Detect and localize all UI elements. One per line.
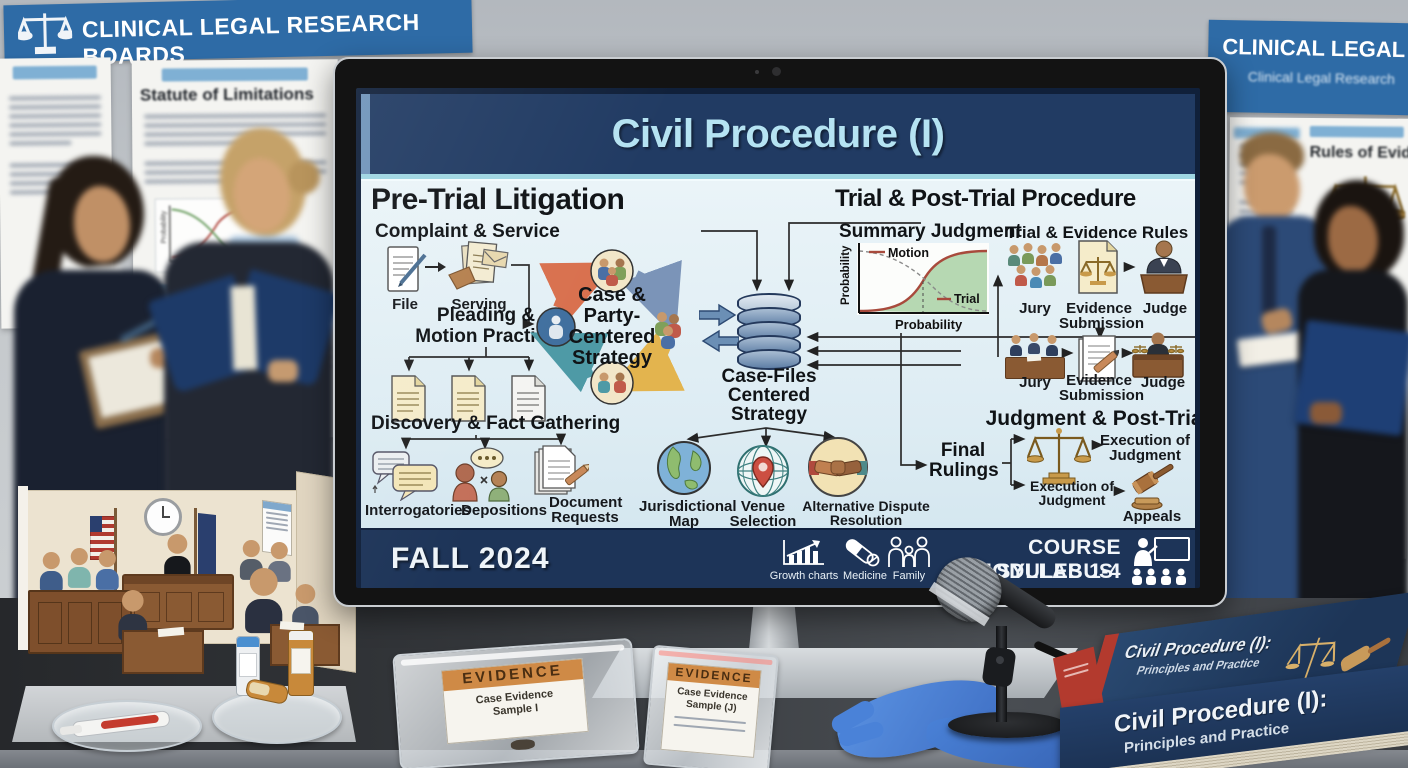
party-cycle-label: Case & Party- Centered Strategy [568,284,656,369]
venue-selection-icon [735,443,791,506]
trial-heading: Trial & Post-Trial Procedure [835,185,1136,212]
appeals-label: Appeals [1122,508,1182,525]
sj-title: Summary Judgment [839,221,1022,242]
file-icon [385,243,429,300]
execution-bottom-label: Execution of Judgment [1029,478,1114,508]
syllabus-line2: MODULES 1-4 [974,560,1121,583]
r2-evidence-label: Evidence Submission [1059,372,1145,404]
depositions-icon [451,447,517,508]
r1-jury-label: Jury [1019,300,1051,317]
classroom-icon [1129,536,1191,588]
pleading-doc-icon [449,373,491,430]
discovery-title: Discovery & Fact Gathering [371,413,621,434]
evidence-bag-1: EVIDENCE Case Evidence Sample I [392,637,640,768]
growth-charts-label: Growth charts [769,570,839,582]
r2-judge-label: Judge [1140,374,1186,391]
microphone [920,545,1100,756]
judge-icon [1139,239,1189,300]
r1-evidence-label: Evidence Submission [1059,300,1145,332]
left-banner: CLINICAL LEGAL RESEARCH BOARDS [3,0,473,70]
jurisdictional-map-label: Jurisdictional Map [639,498,737,528]
pt-title: Judgment & Post-Trial [985,407,1195,430]
interrogatories-label: Interrogatories [365,502,471,519]
execution-top-label: Execution of Judgment [1099,432,1190,464]
book: Civil Procedure (I): Principles and Prac… [1052,591,1408,768]
er-title: Trial & Evidence Rules [1005,223,1189,242]
party-cycle-icon [529,249,685,405]
sj-legend-trial: Trial [954,292,980,306]
diagram-connectors [400,222,1195,497]
evidence-doc-pencil-icon [1075,333,1120,390]
depositions-label: Depositions [461,502,547,519]
medicine-label: Medicine [842,570,888,582]
model-juror [94,550,121,590]
judge-bench-icon [1129,331,1187,388]
sj-legend-motion: Motion [888,246,929,260]
jury-table-icon [1005,335,1065,381]
exchange-arrows-icon [699,303,739,353]
medicine-icon [845,538,881,573]
r2-jury-label: Jury [1019,374,1051,391]
monitor: Civil Procedure (I) [333,57,1227,607]
document-requests-icon [531,443,592,502]
growth-charts-icon [781,538,827,573]
pretrial-heading: Pre-Trial Litigation [371,183,625,216]
model-clock [144,498,182,536]
pleading-doc-icon [389,373,431,430]
screen-title: Civil Procedure (I) [611,112,945,156]
jury-icon [1005,243,1065,295]
model-counsel-table [122,626,204,674]
svg-text:Probability: Probability [161,210,168,243]
jurisdictional-map-icon [655,439,713,502]
poster-statute-title: Statute of Limitations [139,84,314,105]
database-label: Case-Files Centered Strategy [721,366,817,425]
adr-handshake-icon [805,435,871,504]
sj-xlabel: Probability [895,317,963,332]
complaint-title: Complaint & Service [375,221,560,242]
family-icon [887,535,931,573]
database-icon [737,293,801,370]
adr-label: Alternative Dispute Resolution [802,498,930,528]
interrogatories-icon [371,449,441,506]
sj-ylabel: Probability [840,245,852,305]
screen-footerbar: FALL 2024 Growth charts Medicine [361,528,1195,588]
model-juror [38,552,65,592]
scales-icon [15,9,75,61]
file-to-serving-arrow [425,262,446,272]
petri-dish-syringe [52,700,202,752]
screen-content: Pre-Trial Litigation Complaint & Service [361,181,1195,528]
syllabus-line1: COURSE SYLLABUS: [996,536,1121,583]
summary-judgment-chart: Motion Trial Probability Probability [840,243,989,332]
evidence-submission-icon [1075,237,1121,302]
file-label: File [392,296,418,313]
screen-titlebar: Civil Procedure (I) [361,94,1195,174]
term-label: FALL 2024 [391,542,550,575]
r1-judge-label: Judge [1142,300,1188,317]
evidence-bag-2-label: Case Evidence Sample (J) [676,686,748,715]
model-juror [66,548,93,588]
right-banner-subtitle: Clinical Legal Research [1247,68,1396,87]
gavel-icon [1125,463,1179,516]
right-banner-title: CLINICAL LEGAL RESEARCH [1222,33,1408,64]
evidence-bag-1-label: Case Evidence Sample I [475,687,554,718]
webcam-icon [772,67,781,76]
screen: Civil Procedure (I) [356,88,1200,588]
venue-selection-label: Venue Selection [729,498,797,528]
document-requests-label: Document Requests [549,494,623,526]
right-banner: CLINICAL LEGAL RESEARCH Clinical Legal R… [1207,19,1408,117]
serving-icon [447,237,509,300]
evidence-bag-2: EVIDENCE Case Evidence Sample (J) [643,644,779,768]
vial-amber [288,630,314,696]
final-rulings-label: Final Rulings [929,440,999,481]
scales-of-justice-icon [1026,425,1092,492]
family-label: Family [892,570,926,582]
evidence-bag-2-header: EVIDENCE [667,663,761,689]
serving-label: Serving [451,296,507,313]
